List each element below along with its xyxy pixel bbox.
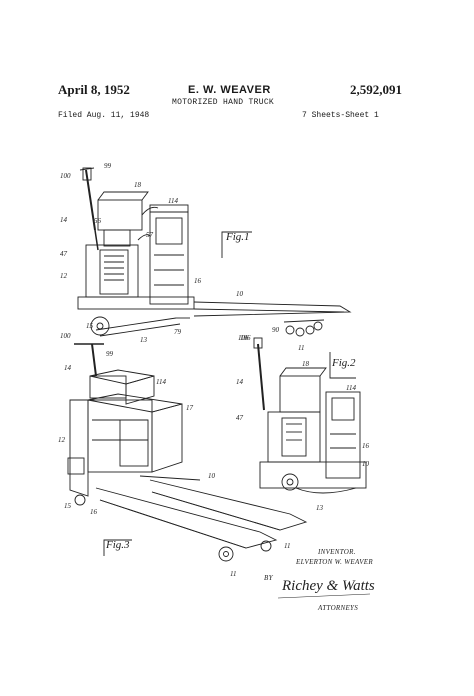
- svg-text:10: 10: [362, 460, 370, 468]
- svg-text:99: 99: [104, 162, 112, 170]
- inventor-caption: INVENTOR.: [317, 548, 356, 556]
- svg-text:114: 114: [168, 197, 178, 205]
- svg-text:15: 15: [86, 322, 94, 330]
- svg-text:13: 13: [140, 336, 148, 344]
- inventor-name: E. W. WEAVER: [188, 84, 271, 96]
- svg-text:106: 106: [238, 334, 249, 342]
- svg-text:114: 114: [156, 378, 166, 386]
- svg-text:15: 15: [64, 502, 72, 510]
- svg-text:47: 47: [236, 414, 244, 422]
- svg-text:18: 18: [134, 181, 142, 189]
- svg-text:11: 11: [230, 570, 236, 578]
- svg-text:13: 13: [316, 504, 324, 512]
- figure-1-drawing: [77, 167, 352, 337]
- svg-text:16: 16: [362, 442, 370, 450]
- sheet-count: 7 Sheets-Sheet 1: [302, 111, 379, 120]
- filed-date: Filed Aug. 11, 1948: [58, 111, 150, 120]
- svg-text:99: 99: [106, 350, 114, 358]
- svg-text:14: 14: [236, 378, 244, 386]
- figure-3-labels: 100 99 14 114 17 12 10 15 16 11 11: [58, 332, 290, 578]
- figure-2-caption: Fig.2: [331, 357, 356, 369]
- svg-text:79: 79: [174, 328, 182, 336]
- figure-3-drawing: [67, 343, 308, 562]
- figure-2-labels: 106 14 18 114 47 16 10 13: [236, 334, 370, 512]
- svg-text:14: 14: [60, 216, 68, 224]
- patent-date: April 8, 1952: [58, 82, 130, 97]
- figure-2-drawing: [253, 337, 367, 494]
- svg-text:114: 114: [346, 384, 356, 392]
- svg-text:11: 11: [298, 344, 304, 352]
- svg-text:90: 90: [272, 326, 280, 334]
- svg-text:57: 57: [146, 231, 154, 239]
- figure-1-caption: Fig.1: [225, 231, 250, 243]
- svg-text:16: 16: [90, 508, 98, 516]
- svg-text:10: 10: [236, 290, 244, 298]
- svg-text:10: 10: [208, 472, 216, 480]
- svg-text:18: 18: [302, 360, 310, 368]
- svg-text:56: 56: [94, 217, 102, 225]
- by-label: BY: [264, 574, 274, 582]
- svg-text:100: 100: [60, 332, 71, 340]
- inventor-full-name: ELVERTON W. WEAVER: [295, 558, 373, 566]
- patent-title: MOTORIZED HAND TRUCK: [172, 98, 275, 107]
- attorney-signature: Richey & Watts: [281, 578, 375, 594]
- svg-text:47: 47: [60, 250, 68, 258]
- signature-block: INVENTOR. ELVERTON W. WEAVER BY Richey &…: [264, 548, 375, 612]
- svg-text:16: 16: [194, 277, 202, 285]
- figure-3-caption: Fig.3: [105, 539, 130, 551]
- figure-1-labels: 100 99 18 114 14 56 57 47 12 16 10 15 13…: [60, 162, 304, 352]
- svg-text:11: 11: [284, 542, 290, 550]
- svg-text:17: 17: [186, 404, 194, 412]
- svg-text:106: 106: [240, 334, 251, 342]
- svg-text:12: 12: [60, 272, 68, 280]
- attorneys-caption: ATTORNEYS: [317, 604, 358, 612]
- svg-text:14: 14: [64, 364, 72, 372]
- svg-text:12: 12: [58, 436, 66, 444]
- patent-number: 2,592,091: [350, 82, 402, 97]
- svg-text:100: 100: [60, 172, 71, 180]
